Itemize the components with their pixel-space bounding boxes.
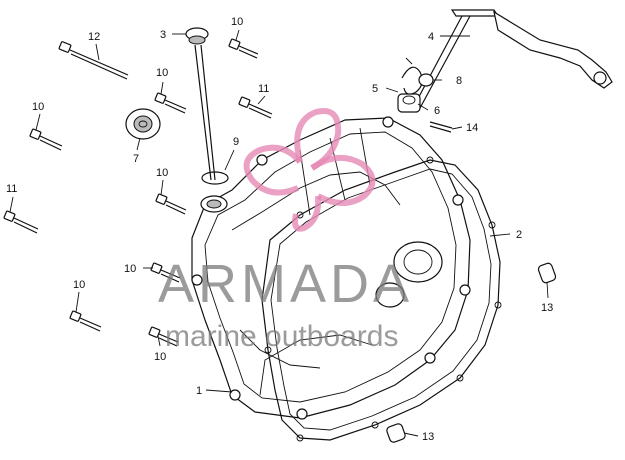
watermark-brand: ARMADA bbox=[158, 254, 413, 314]
kick-spring bbox=[401, 57, 423, 95]
callout-10-bottom: 10 bbox=[154, 351, 166, 363]
o-ring bbox=[201, 171, 229, 185]
bolt-11-center bbox=[238, 96, 273, 119]
callout-7: 7 bbox=[133, 153, 139, 165]
washer-8 bbox=[418, 73, 434, 87]
callout-11-center: 11 bbox=[258, 83, 269, 95]
dowel-pin-bottom bbox=[386, 423, 406, 443]
oil-seal bbox=[125, 108, 161, 140]
callout-3: 3 bbox=[160, 29, 166, 41]
pin-14 bbox=[429, 121, 453, 133]
callout-labels: 1 2 3 4 5 6 7 8 9 10 10 10 10 10 10 10 1… bbox=[6, 16, 553, 443]
crankcase-cover bbox=[191, 116, 471, 420]
bolt-10-mid bbox=[155, 193, 187, 215]
callout-8: 8 bbox=[456, 75, 462, 87]
callout-10-top-center: 10 bbox=[231, 16, 243, 28]
leader-lines bbox=[9, 29, 549, 437]
callout-13-bottom: 13 bbox=[422, 431, 434, 443]
callout-10-mid: 10 bbox=[156, 167, 168, 179]
bolt-12 bbox=[58, 41, 129, 80]
callout-12: 12 bbox=[88, 31, 100, 43]
bolt-10-upper-left bbox=[154, 92, 187, 114]
callout-10-upper-left: 10 bbox=[156, 67, 168, 79]
watermark-tagline: marine outboards bbox=[165, 320, 398, 353]
callout-9: 9 bbox=[233, 136, 239, 148]
oil-dipstick bbox=[185, 27, 216, 181]
kick-starter-arm bbox=[413, 9, 613, 109]
callout-5: 5 bbox=[372, 83, 378, 95]
callout-13-right: 13 bbox=[541, 302, 553, 314]
dowel-pin-right bbox=[537, 262, 557, 284]
bolt-10-bottom bbox=[148, 326, 179, 347]
bolt-10-lower-left bbox=[69, 310, 102, 332]
callout-6: 6 bbox=[434, 105, 440, 117]
callout-11-left: 11 bbox=[6, 183, 17, 195]
callout-10-lower-left: 10 bbox=[73, 279, 85, 291]
bolt-10-center-left bbox=[150, 262, 181, 283]
callout-10-center-left: 10 bbox=[124, 263, 136, 275]
bolt-10-left bbox=[29, 128, 63, 151]
callout-14: 14 bbox=[466, 122, 478, 134]
callout-2: 2 bbox=[516, 229, 522, 241]
collar-6 bbox=[397, 93, 421, 113]
watermark: ARMADA marine outboards bbox=[158, 108, 413, 353]
bolt-11-left bbox=[3, 210, 39, 234]
watermark-logo-icon bbox=[243, 108, 376, 232]
callout-4: 4 bbox=[428, 31, 434, 43]
callout-10-left: 10 bbox=[32, 101, 44, 113]
gasket bbox=[261, 156, 502, 442]
bolt-10-top-center bbox=[228, 38, 259, 59]
callout-1: 1 bbox=[196, 385, 202, 397]
